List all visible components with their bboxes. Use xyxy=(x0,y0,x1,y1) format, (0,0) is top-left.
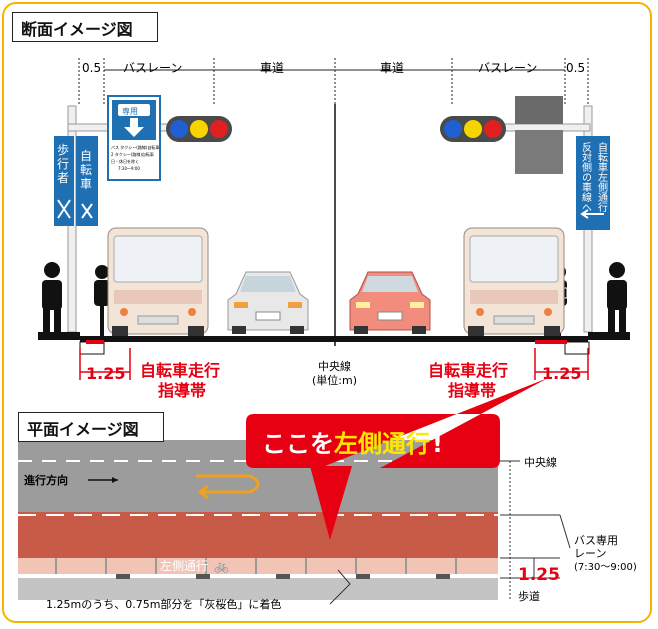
callout-highlight: 左側通行 xyxy=(334,430,430,458)
plan-center-line: 中央線 xyxy=(524,455,557,469)
plan-sidewalk: 歩道 xyxy=(518,589,540,603)
bicycle-sign: 自 転 車 xyxy=(76,136,98,226)
ped-char-3: 者 xyxy=(57,171,69,185)
road-marking-text: 左側通行 xyxy=(160,558,208,573)
direction-label: 進行方向 xyxy=(24,473,68,487)
plan-annotations xyxy=(498,460,571,600)
plan-width: 1.25 xyxy=(518,565,560,585)
unit-label: (単位:m) xyxy=(312,373,357,387)
guide-left-line2: 指導帯 xyxy=(158,381,206,400)
bus-sign-small3: 日・休日を除く xyxy=(111,158,139,164)
guide-band-left: 1.25 自転車走行 指導帯 xyxy=(79,348,220,400)
bus-lane-red xyxy=(18,512,498,558)
bike-char-3: 車 xyxy=(80,177,92,191)
callout-prefix: ここを xyxy=(262,430,334,458)
guide-band-pink xyxy=(18,558,498,574)
bus-sign-small4: 7:30〜9:00 xyxy=(118,166,140,171)
dim-right-bus: バスレーン xyxy=(478,61,537,75)
traffic-light-left xyxy=(166,116,232,142)
guide-left-width: 1.25 xyxy=(86,364,125,383)
center-line-label: 中央線 xyxy=(318,359,351,373)
guide-right-line2: 指導帯 xyxy=(448,381,496,400)
overhead-sign-right xyxy=(515,96,563,174)
plan-bus-lane-3: (7:30〜9:00) xyxy=(574,562,637,573)
bus-lane-sign: 専用 バス タクシー(路線)自転車 2 タクシー(路線)自転車 日・休日を除く … xyxy=(107,95,161,181)
bus-left-icon xyxy=(107,227,209,336)
bike-char-2: 転 xyxy=(80,163,92,177)
plan-title: 平面イメージ図 xyxy=(18,412,164,442)
bicycle-marking-icon: 🚲 xyxy=(214,559,229,573)
bus-sign-top: 専用 xyxy=(122,106,138,116)
car-left-icon xyxy=(227,271,309,334)
pedestrian-sign: 歩 行 者 xyxy=(54,136,74,226)
left-side-cycling-sign: 自転車左側通行 反対側の車線へ xyxy=(576,136,610,230)
bus-sign-small2: 2 タクシー(路線)自転車 xyxy=(111,151,154,157)
bus-sign-small1: バス タクシー(路線)自転車 xyxy=(111,144,159,150)
dim-left-edge: 0.5 xyxy=(82,61,101,75)
callout-bubble: ここを 左側通行 ! xyxy=(246,378,548,540)
right-sign-line2: 反対側の車線へ xyxy=(580,142,592,212)
road-surface xyxy=(38,104,630,355)
guide-right-width: 1.25 xyxy=(542,364,581,383)
bus-right-icon xyxy=(463,227,565,336)
plan-bus-lane-1: バス専用 xyxy=(574,534,618,547)
dim-right-edge: 0.5 xyxy=(566,61,585,75)
dim-left-bus: バスレーン xyxy=(123,61,182,75)
uturn-marking-icon xyxy=(196,474,260,500)
plan-note: 1.25mのうち、0.75m部分を「灰桜色」に着色 xyxy=(46,597,281,611)
dim-right-car: 車道 xyxy=(380,61,404,75)
section-title: 断面イメージ図 xyxy=(12,12,158,42)
traffic-light-right xyxy=(440,116,506,142)
guide-band-right: 1.25 自転車走行 指導帯 xyxy=(428,348,589,400)
right-sign-line1: 自転車左側通行 xyxy=(596,141,608,213)
bike-char-1: 自 xyxy=(80,149,92,163)
ped-char-2: 行 xyxy=(57,157,69,171)
callout-suffix: ! xyxy=(432,430,443,458)
pedestrian-right-icon xyxy=(607,262,627,334)
pedestrian-left-icon xyxy=(42,262,62,334)
cyclist-left-icon xyxy=(94,265,110,336)
dim-left-car: 車道 xyxy=(260,61,284,75)
guide-left-line1: 自転車走行 xyxy=(140,361,220,380)
guide-right-line1: 自転車走行 xyxy=(428,361,508,380)
ped-char-1: 歩 xyxy=(57,142,69,157)
plan-bus-lane-2: レーン xyxy=(574,547,606,560)
car-right-icon xyxy=(349,271,431,334)
